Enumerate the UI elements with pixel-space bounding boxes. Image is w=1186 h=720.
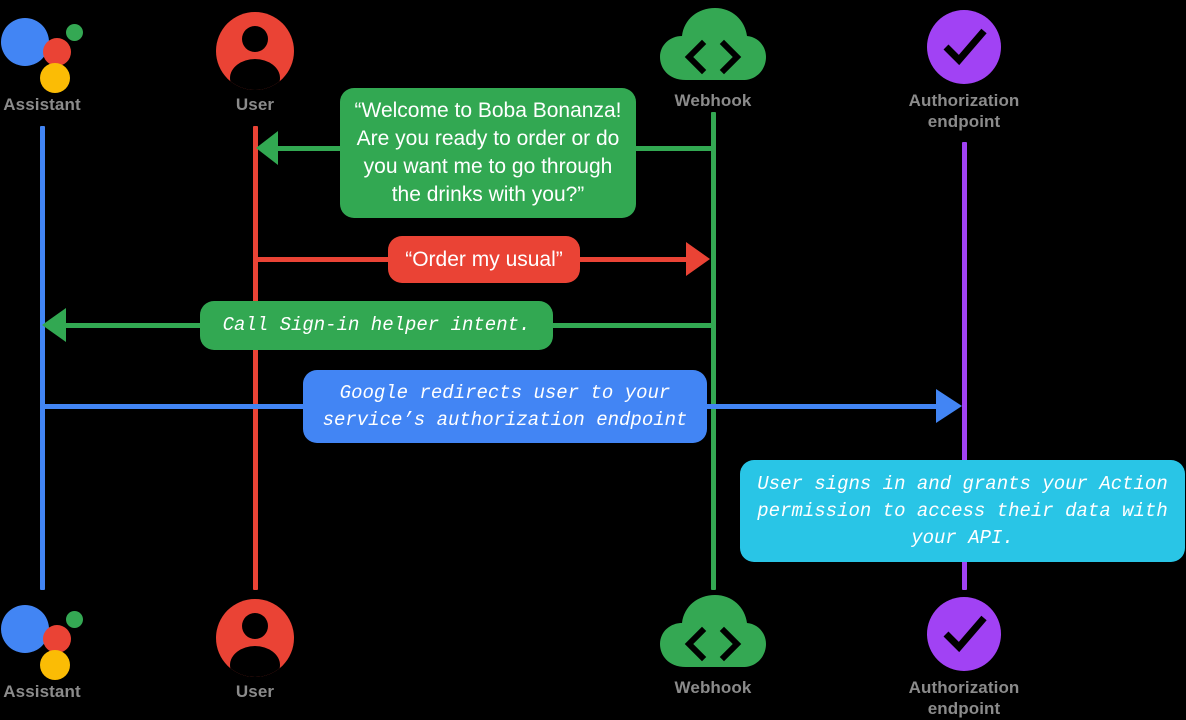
message-text-google-redirects-user: Google redirects user to your service’s … [322,381,688,431]
actor-label-assistant: Assistant [3,682,81,701]
message-text-call-sign-in-helper-intent: Call Sign-in helper intent. [222,314,531,336]
actor-assistant-bottom: Assistant [0,595,142,702]
message-arrowhead-google-redirects-user [936,389,962,423]
lifeline-authorization [962,142,967,590]
actor-webhook-top: Webhook [613,4,813,111]
actor-webhook-bottom: Webhook [613,591,813,698]
actor-label-webhook: Webhook [674,91,752,110]
cloud-code-icon [613,4,813,90]
google-assistant-icon [0,8,142,94]
lifeline-webhook [711,112,716,590]
purple-check-circle-icon [864,591,1064,677]
actor-authorization-bottom: Authorization endpoint [864,591,1064,719]
message-bubble-order-my-usual: “Order my usual” [388,236,580,283]
actor-label-authorization: Authorization endpoint [908,678,1020,718]
message-arrowhead-order-my-usual [686,242,710,276]
google-assistant-icon [0,595,142,681]
actor-label-user: User [235,682,275,701]
user-avatar-icon [155,8,355,94]
message-bubble-google-redirects-user: Google redirects user to your service’s … [303,370,707,443]
purple-check-circle-icon [864,4,1064,90]
actor-label-assistant: Assistant [3,95,81,114]
message-bubble-user-signs-in: User signs in and grants your Action per… [740,460,1185,562]
message-text-user-signs-in: User signs in and grants your Action per… [757,472,1168,549]
actor-user-top: User [155,8,355,115]
user-avatar-icon [155,595,355,681]
message-text-order-my-usual: “Order my usual” [405,247,563,271]
lifeline-user [253,126,258,590]
actor-label-authorization: Authorization endpoint [908,91,1020,131]
cloud-code-icon [613,591,813,677]
message-arrowhead-welcome [256,131,278,165]
lifeline-assistant [40,126,45,590]
actor-authorization-top: Authorization endpoint [864,4,1064,132]
actor-assistant-top: Assistant [0,8,142,115]
actor-label-user: User [235,95,275,114]
message-text-welcome: “Welcome to Boba Bonanza! Are you ready … [354,99,622,206]
message-bubble-call-sign-in-helper-intent: Call Sign-in helper intent. [200,301,553,350]
actor-user-bottom: User [155,595,355,702]
actor-label-webhook: Webhook [674,678,752,697]
message-bubble-welcome: “Welcome to Boba Bonanza! Are you ready … [340,88,636,218]
message-arrowhead-call-sign-in-helper-intent [42,308,66,342]
